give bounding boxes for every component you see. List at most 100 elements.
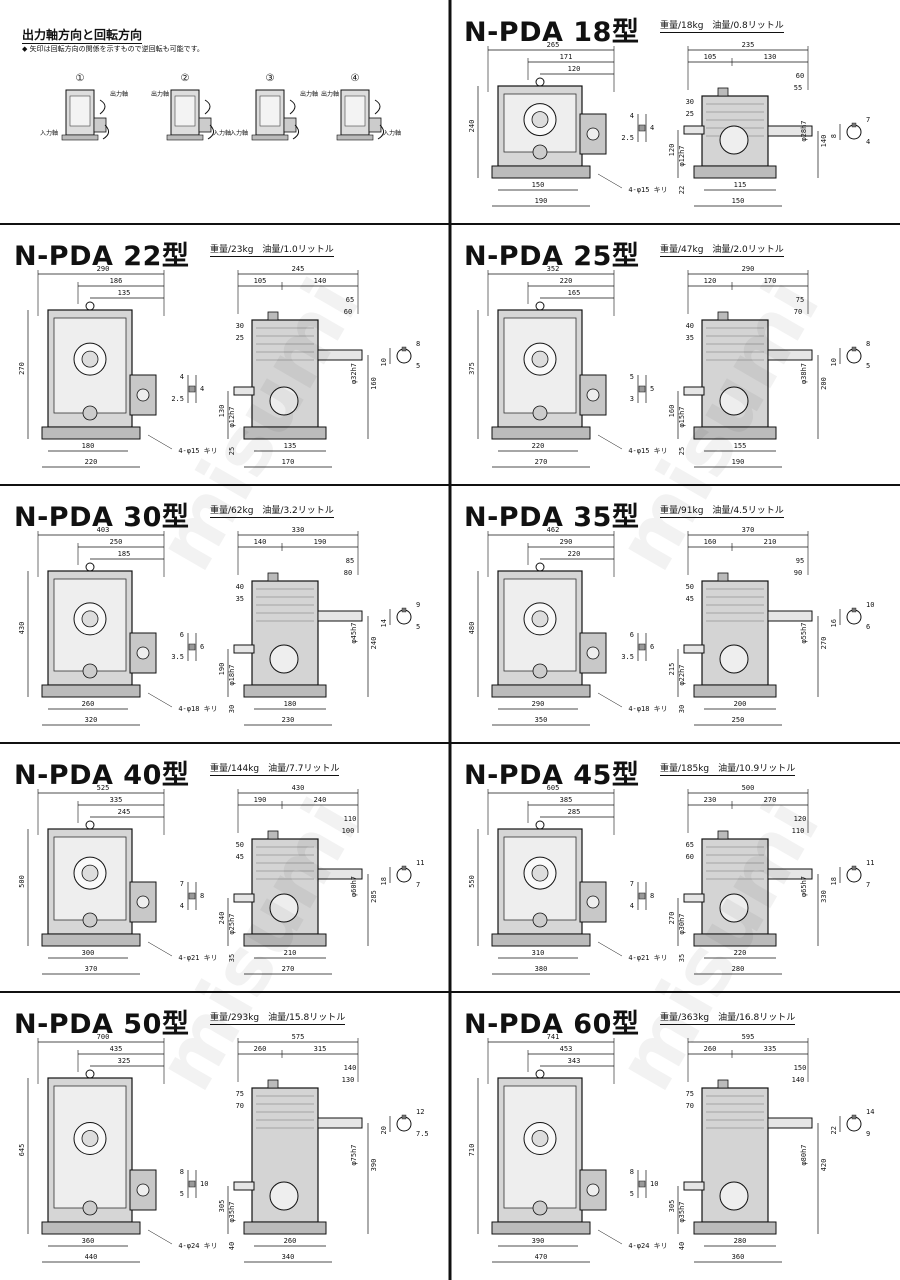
dimension-label: 360 [732, 1253, 745, 1261]
input-shaft [233, 893, 255, 903]
output-shaft [767, 1117, 813, 1129]
input-shaft-label: 入力軸 [213, 129, 231, 137]
dimension-label: 360 [82, 1237, 95, 1245]
dimension-label: 2.5 [621, 134, 634, 142]
dimension-label: 8 [866, 340, 870, 348]
dimension-line [597, 1229, 623, 1245]
rotation-number: ④ [351, 73, 360, 84]
dimension-label: 645 [18, 1144, 26, 1157]
input-shaft-housing-icon [93, 117, 107, 133]
dimension-label: 4 [866, 138, 870, 146]
dimension-label: 70 [236, 1102, 244, 1110]
dimension-label: 75 [796, 296, 804, 304]
side-base [243, 1221, 327, 1235]
base-foot [41, 684, 141, 698]
input-shaft [233, 644, 255, 654]
dimension-label: 270 [18, 362, 26, 375]
model-title: N-PDA 45型 [464, 760, 640, 791]
key-shape [638, 385, 646, 393]
dimension-label: 85 [346, 557, 354, 565]
bolt-hole-label: 4-φ18 キリ [178, 705, 217, 713]
output-bore-inner [81, 1130, 99, 1147]
key-shape [638, 124, 646, 132]
dimension-label: 4 [200, 385, 204, 393]
dimension-label: 420 [820, 1159, 828, 1172]
dimension-label: 4 [630, 902, 634, 910]
dimension-label: 135 [118, 289, 131, 297]
dimension-label: 5 [416, 362, 420, 370]
input-shaft-end [136, 1183, 150, 1197]
dimension-label: 30 [228, 705, 236, 713]
dimension-label: 430 [18, 622, 26, 635]
dimension-label: 352 [547, 265, 560, 273]
lower-bore [532, 144, 548, 160]
dimension-label: 330 [820, 890, 828, 903]
dimension-label: 453 [560, 1045, 573, 1053]
dimension-label: 260 [254, 1045, 267, 1053]
base-foot [491, 684, 591, 698]
dimension-label: 5 [180, 1190, 184, 1198]
dimension-label: 25 [236, 334, 244, 342]
dimension-label: φ15h7 [678, 406, 686, 427]
dimension-label: φ35h7 [678, 1201, 686, 1222]
bolt-hole-label: 4-φ18 キリ [628, 705, 667, 713]
output-shaft [767, 868, 813, 880]
dimension-label: 3 [630, 395, 634, 403]
breather-cap [717, 87, 729, 97]
dimension-label: 245 [118, 808, 131, 816]
dimension-label: φ12h7 [678, 145, 686, 166]
dimension-label: φ75h7 [350, 1144, 358, 1165]
dimension-label: 741 [547, 1033, 560, 1041]
output-bore-inner [531, 610, 549, 628]
input-flange [269, 1181, 299, 1211]
dimension-label: 3.5 [621, 653, 634, 661]
breather-cap [267, 572, 279, 582]
dimension-label: 9 [416, 601, 420, 609]
dimension-label: 165 [568, 289, 581, 297]
dimension-label: 550 [468, 875, 476, 888]
dimension-label: 65 [346, 296, 354, 304]
bolt-hole-label: 4-φ15 キリ [178, 447, 217, 455]
dimension-label: 4 [650, 124, 654, 132]
dimension-label: 120 [794, 815, 807, 823]
lower-bore [532, 663, 548, 679]
dimension-label: 160 [704, 538, 717, 546]
dimension-label: 50 [686, 583, 694, 591]
dimension-label: 245 [292, 265, 305, 273]
dimension-label: 430 [292, 784, 305, 792]
base-icon [336, 134, 374, 141]
dimension-label: 130 [218, 405, 226, 418]
dimension-label: 265 [547, 41, 560, 49]
key-shape [401, 1114, 407, 1120]
output-bore-inner [531, 864, 549, 882]
dimension-label: 700 [97, 1033, 110, 1041]
dimension-label: 170 [282, 458, 295, 466]
dimension-label: 480 [468, 622, 476, 635]
dimension-label: 290 [742, 265, 755, 273]
input-flange [719, 893, 749, 923]
dimension-label: φ55h7 [800, 622, 808, 643]
dimension-label: 140 [254, 538, 267, 546]
input-shaft-end [136, 388, 150, 402]
dimension-label: 4 [180, 373, 184, 381]
dimension-label: 595 [742, 1033, 755, 1041]
dimension-label: 120 [668, 144, 676, 157]
dimension-label: 140 [820, 135, 828, 148]
lifting-eye-icon [85, 820, 95, 830]
dimension-label: φ32h7 [350, 363, 358, 384]
dimension-label: 18 [830, 877, 838, 885]
key-shape [638, 643, 646, 651]
input-shaft-housing-icon [368, 117, 382, 133]
dimension-label: φ18h7 [228, 664, 236, 685]
dimension-label: 8 [830, 134, 838, 138]
output-bore-inner [81, 864, 99, 882]
lifting-eye-icon [535, 820, 545, 830]
key-shape [188, 385, 196, 393]
